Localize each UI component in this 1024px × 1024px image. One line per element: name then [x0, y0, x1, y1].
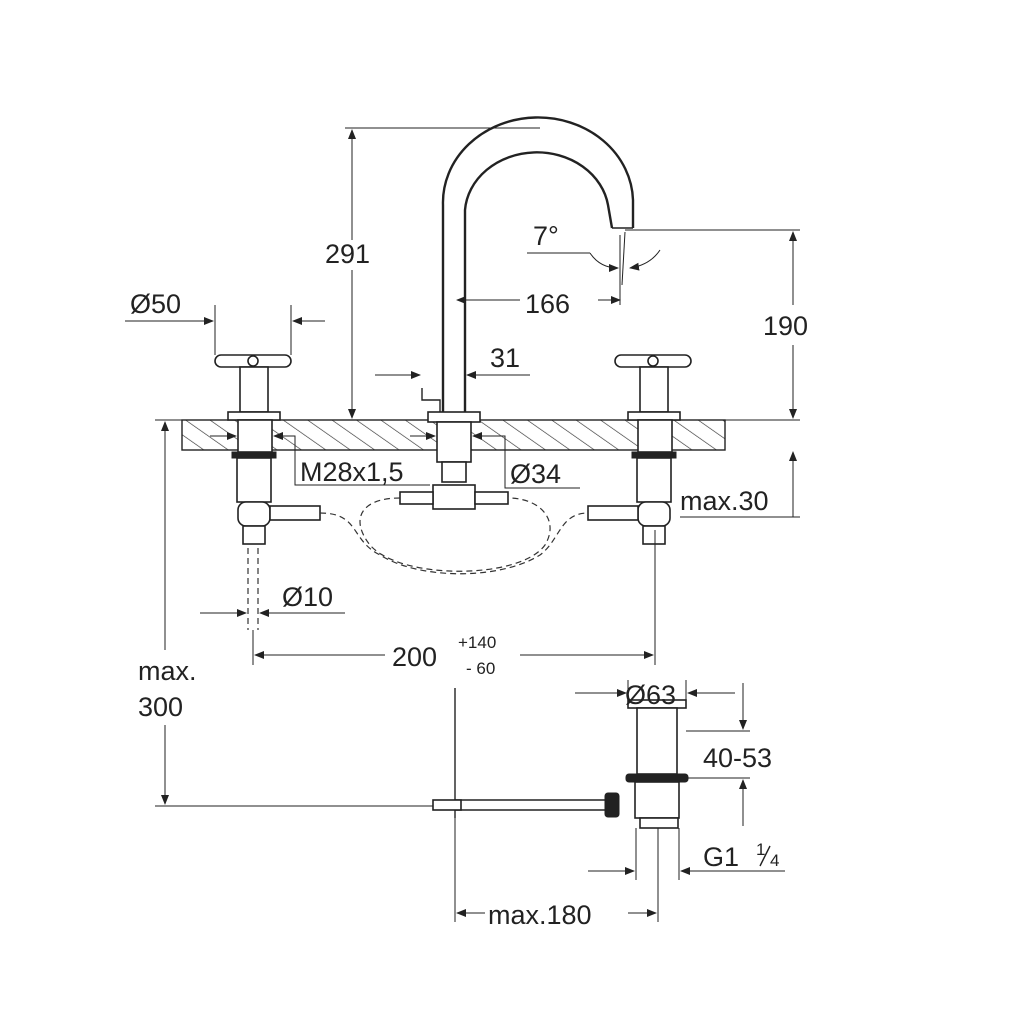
label-thread: M28x1,5: [300, 457, 404, 487]
dimension-labels: 291 7° 166 190 Ø50 31 M28x1,5 Ø34 max.30…: [130, 221, 808, 930]
spout: [399, 116, 635, 510]
right-handle-valve: [587, 354, 692, 545]
label-drain-thread-den: 4: [770, 851, 779, 870]
label-spout-reach: 166: [525, 289, 570, 319]
dimension-lines: [125, 127, 800, 922]
label-spout-angle: 7°: [533, 221, 559, 251]
pop-up-drain: [432, 688, 689, 829]
label-max-rod: max.180: [488, 900, 592, 930]
label-handle-diameter: Ø50: [130, 289, 181, 319]
label-spout-diameter: 31: [490, 343, 520, 373]
label-spread-minus: - 60: [466, 659, 495, 678]
label-drain-range: 40-53: [703, 743, 772, 773]
left-handle-valve: [214, 354, 321, 630]
label-max-depth-2: 300: [138, 692, 183, 722]
label-max-depth-1: max.: [138, 656, 197, 686]
label-spread-plus: +140: [458, 633, 496, 652]
label-spout-height: 190: [763, 311, 808, 341]
label-hole-diameter: Ø34: [510, 459, 561, 489]
label-drain-thread: G1: [703, 842, 739, 872]
label-hose-diameter: Ø10: [282, 582, 333, 612]
label-drain-thread-num: 1: [756, 840, 765, 859]
label-spread: 200: [392, 642, 437, 672]
hoses: [319, 497, 589, 575]
label-drain-diameter: Ø63: [625, 680, 676, 710]
label-max-thickness: max.30: [680, 486, 769, 516]
label-height-total: 291: [325, 239, 370, 269]
